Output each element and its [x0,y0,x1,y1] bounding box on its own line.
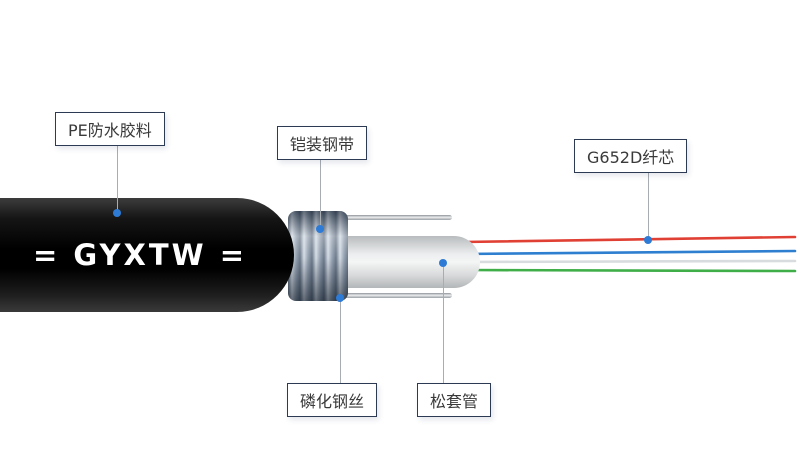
jacket-print-text: = GYXTW = [32,238,248,272]
connector-line-tube [443,266,444,383]
connector-line-armor [320,156,321,226]
connector-line-wire [340,301,341,383]
steel-wire-bottom [296,293,452,298]
pe-outer-jacket: = GYXTW = [0,198,294,312]
fiber-red-icon [461,235,797,244]
connector-line-fiber [648,169,649,237]
callout-pe-jacket-label: PE防水胶料 [68,121,152,140]
connector-dot-armor [316,225,324,233]
callout-fiber-core-label: G652D纤芯 [587,148,675,167]
callout-steel-wire-label: 磷化钢丝 [300,392,365,411]
fiber-green-icon [461,268,797,273]
connector-dot-pe [113,209,121,217]
callout-armor-tape-label: 铠装钢带 [290,135,355,154]
callout-armor-tape: 铠装钢带 [277,126,368,160]
callout-fiber-core: G652D纤芯 [574,139,688,173]
connector-dot-tube [439,259,447,267]
connector-line-pe [117,142,118,210]
loose-tube [340,236,480,288]
fiber-white-icon [461,259,797,264]
steel-wire-top [296,215,452,220]
callout-loose-tube: 松套管 [417,383,492,417]
callout-steel-wire: 磷化钢丝 [287,383,378,417]
fiber-blue-icon [461,249,797,256]
callout-pe-jacket: PE防水胶料 [55,112,165,146]
fiber-strands [461,235,797,273]
connector-dot-fiber [644,236,652,244]
connector-dot-wire [336,294,344,302]
callout-loose-tube-label: 松套管 [430,392,479,411]
